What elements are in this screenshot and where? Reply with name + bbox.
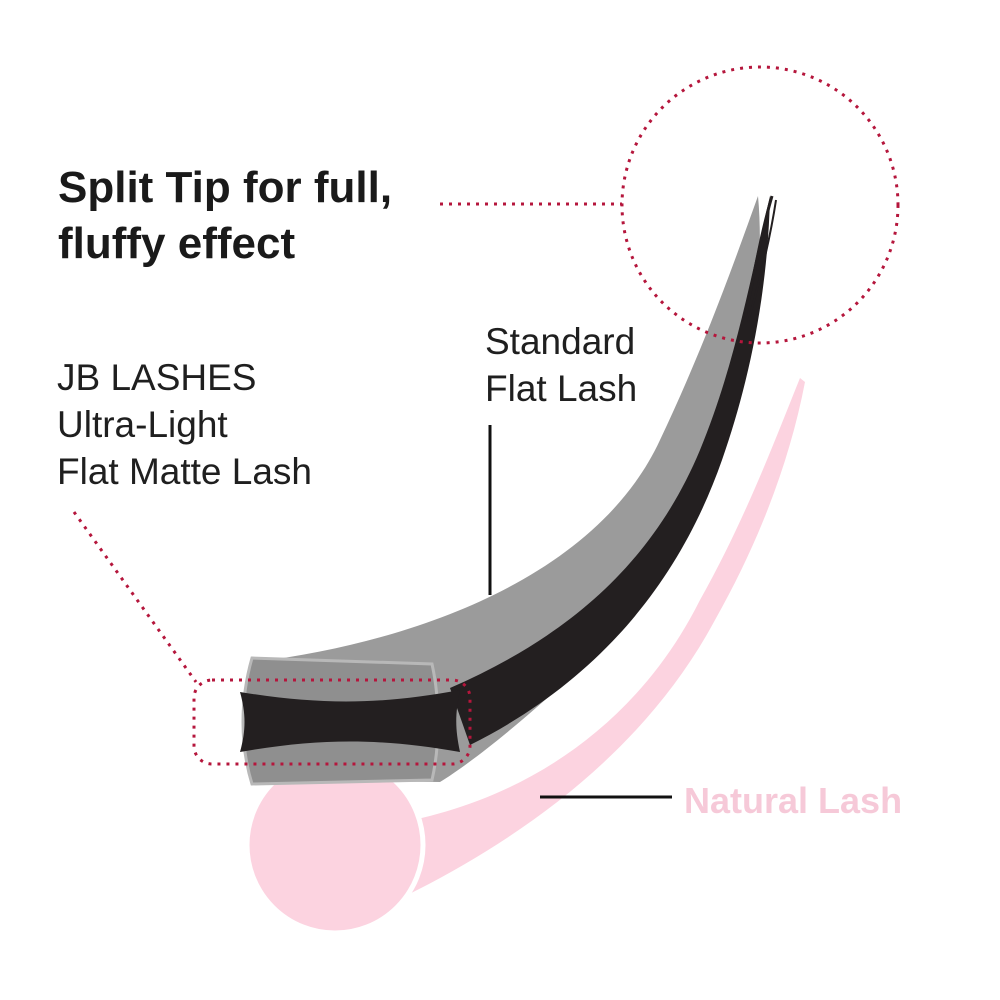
- jb-lashes-label-line: Ultra-Light: [57, 404, 228, 445]
- split-tip-strand: [747, 199, 777, 323]
- jb-lashes-label: JB LASHES Ultra-Light Flat Matte Lash: [57, 354, 312, 495]
- jb-lash-leader: [72, 511, 198, 683]
- standard-flat-lash-label: Standard Flat Lash: [485, 318, 637, 412]
- jb-flat-matte-lash-shape: [450, 196, 770, 745]
- jb-lash-callout-box: [192, 678, 472, 766]
- split-tip-label: Split Tip for full, fluffy effect: [58, 160, 392, 272]
- natural-lash-label: Natural Lash: [684, 780, 903, 821]
- standard-flat-lash-label-line: Flat Lash: [485, 368, 638, 409]
- jb-lashes-label-line: Flat Matte Lash: [57, 451, 313, 492]
- split-tip-label-line: fluffy effect: [58, 219, 296, 268]
- split-tip-strand: [743, 195, 774, 319]
- jb-lash-cross-section: [240, 690, 460, 752]
- standard-flat-lash-label-line: Standard: [485, 321, 636, 362]
- split-tip-label-line: Split Tip for full,: [58, 163, 393, 212]
- jb-lashes-label-line: JB LASHES: [57, 357, 257, 398]
